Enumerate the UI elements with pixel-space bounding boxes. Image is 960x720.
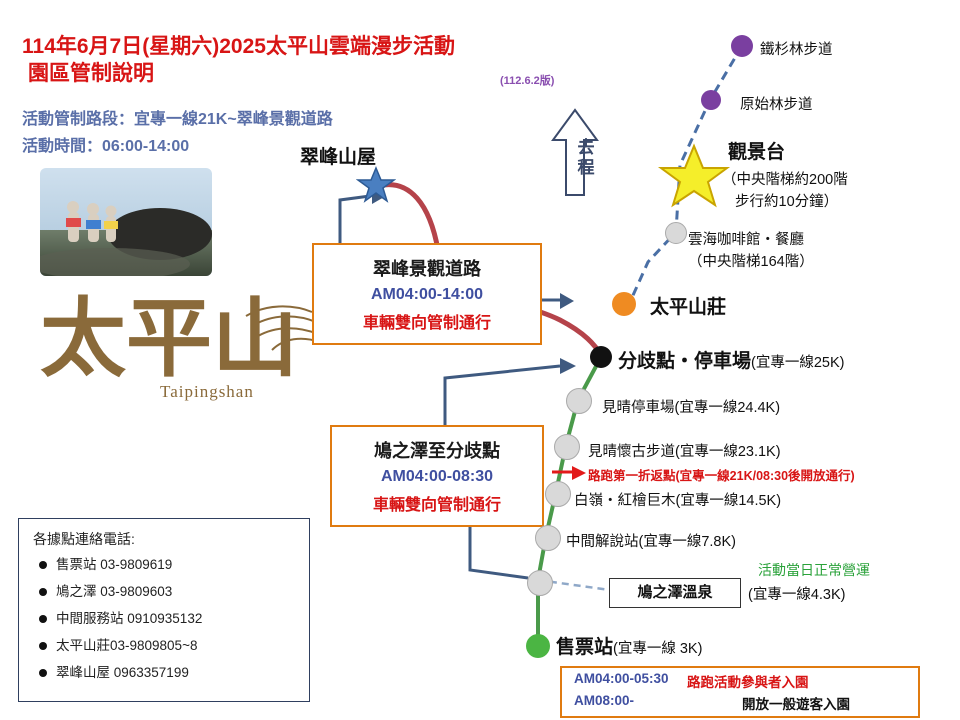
- label-primeval-trail: 原始林步道: [740, 97, 813, 113]
- entry-text-2: 開放一般遊客入園: [742, 697, 850, 712]
- label-shanshan-trail: 鐵杉林步道: [760, 42, 833, 58]
- label-junction-km: (宜專一線25K): [751, 355, 845, 371]
- node-jianqing-trail[interactable]: [554, 434, 580, 460]
- label-junction-group: 分歧點‧停車場(宜專一線25K): [618, 346, 844, 373]
- node-cuifeng-lodge[interactable]: [355, 166, 397, 204]
- contacts-heading: 各據點連絡電話:: [33, 531, 135, 547]
- bullet-icon: [39, 669, 47, 678]
- list-item: 鳩之澤 03-9809603: [39, 580, 202, 600]
- direction-arrow-label: 去 程: [566, 138, 606, 178]
- node-primeval-trail[interactable]: [701, 90, 721, 110]
- entry-time-1: AM04:00-05:30: [574, 671, 669, 686]
- label-viewpoint-note2: 步行約10分鐘）: [735, 194, 839, 210]
- list-item: 中間服務站 0910935132: [39, 607, 202, 627]
- node-cafe[interactable]: [665, 222, 687, 244]
- node-taipingshan-villa[interactable]: [612, 292, 636, 316]
- label-ticket-office: 售票站: [556, 637, 614, 658]
- label-ticket-group: 售票站(宜專一線 3K): [556, 632, 702, 659]
- list-item: 翠峰山屋 0963357199: [39, 661, 202, 681]
- label-viewpoint: 觀景台: [728, 142, 786, 163]
- node-jianqing-parking[interactable]: [566, 388, 592, 414]
- label-jianqing-trail: 見晴懷古步道(宜專一線23.1K): [588, 444, 781, 460]
- list-item: 太平山莊03-9809805~8: [39, 634, 202, 654]
- label-mid-station: 中間解說站(宜專一線7.8K): [566, 534, 736, 550]
- contacts-box: 各據點連絡電話: 售票站 03-9809619 鳩之澤 03-9809603 中…: [18, 518, 310, 702]
- svg-text:太平山: 太平山: [40, 291, 298, 387]
- label-hotspring-box: 鳩之澤溫泉: [609, 578, 741, 608]
- callout-time: AM04:00-08:30: [380, 468, 494, 485]
- event-time-label: 活動時間：06:00-14:00: [22, 138, 190, 155]
- label-jianqing-parking: 見晴停車場(宜專一線24.4K): [602, 400, 781, 416]
- controlled-section-label: 活動管制路段：宜專一線21K~翠峰景觀道路: [22, 111, 333, 128]
- node-baling[interactable]: [545, 481, 571, 507]
- bullet-icon: [39, 642, 47, 651]
- label-hotspring-km: (宜專一線4.3K): [748, 587, 846, 603]
- callout-rule: 車輛雙向管制通行: [362, 315, 491, 332]
- callout-cuifeng-road: 翠峰景觀道路 AM04:00-14:00 車輛雙向管制通行: [312, 243, 542, 345]
- bullet-icon: [39, 615, 47, 624]
- label-cafe: 雲海咖啡館‧餐廳: [688, 232, 804, 248]
- node-shanshan-trail[interactable]: [731, 35, 753, 57]
- contact-text: 鳩之澤 03-9809603: [56, 584, 173, 599]
- logo-romanization: Taipingshan: [160, 382, 254, 401]
- callout-title: 翠峰景觀道路: [373, 259, 481, 279]
- callout-rule: 車輛雙向管制通行: [372, 497, 501, 514]
- page-title-line1: 114年6月7日(星期六)2025太平山雲端漫步活動: [22, 35, 455, 58]
- label-turnaround-point: 路跑第一折返點(宜專一線21K/08:30後開放通行): [588, 469, 855, 483]
- contact-text: 翠峰山屋 0963357199: [56, 665, 189, 680]
- node-hotspring-junction[interactable]: [527, 570, 553, 596]
- entry-text-1: 路跑活動參與者入園: [687, 675, 809, 690]
- contact-text: 中間服務站 0910935132: [56, 611, 203, 626]
- entry-time-2: AM08:00-: [574, 693, 635, 708]
- bullet-icon: [39, 561, 47, 570]
- contact-text: 太平山莊03-9809805~8: [56, 638, 198, 653]
- label-cuifeng-lodge: 翠峰山屋: [300, 147, 377, 168]
- node-mid-station[interactable]: [535, 525, 561, 551]
- contacts-list: 售票站 03-9809619 鳩之澤 03-9809603 中間服務站 0910…: [39, 553, 202, 688]
- label-hotspring: 鳩之澤溫泉: [637, 584, 713, 601]
- node-ticket-office[interactable]: [526, 634, 550, 658]
- callout-time: AM04:00-14:00: [370, 286, 484, 303]
- label-baling: 白嶺‧紅檜巨木(宜專一線14.5K): [574, 493, 782, 509]
- callout-ticket-entry: AM04:00-05:30 路跑活動參與者入園 AM08:00- 開放一般遊客入…: [560, 666, 920, 718]
- label-cafe-note: （中央階梯164階）: [688, 254, 814, 270]
- label-junction: 分歧點‧停車場: [618, 351, 752, 372]
- direction-label-2: 程: [577, 158, 595, 177]
- label-taipingshan-villa: 太平山莊: [650, 297, 727, 318]
- direction-label-1: 去: [577, 138, 595, 157]
- callout-title: 鳩之澤至分歧點: [374, 441, 500, 461]
- label-hotspring-note: 活動當日正常營運: [758, 562, 870, 578]
- event-photo: [40, 168, 212, 276]
- list-item: 售票站 03-9809619: [39, 553, 202, 573]
- node-junction[interactable]: [590, 346, 612, 368]
- contact-text: 售票站 03-9809619: [56, 557, 173, 572]
- label-ticket-office-km: (宜專一線 3K): [613, 641, 703, 657]
- callout-jiouzihze-junction: 鳩之澤至分歧點 AM04:00-08:30 車輛雙向管制通行: [330, 425, 544, 527]
- version-label: (112.6.2版): [500, 75, 555, 87]
- page-title-line2: 園區管制說明: [28, 62, 154, 85]
- label-viewpoint-note1: （中央階梯約200階: [722, 172, 848, 188]
- bullet-icon: [39, 588, 47, 597]
